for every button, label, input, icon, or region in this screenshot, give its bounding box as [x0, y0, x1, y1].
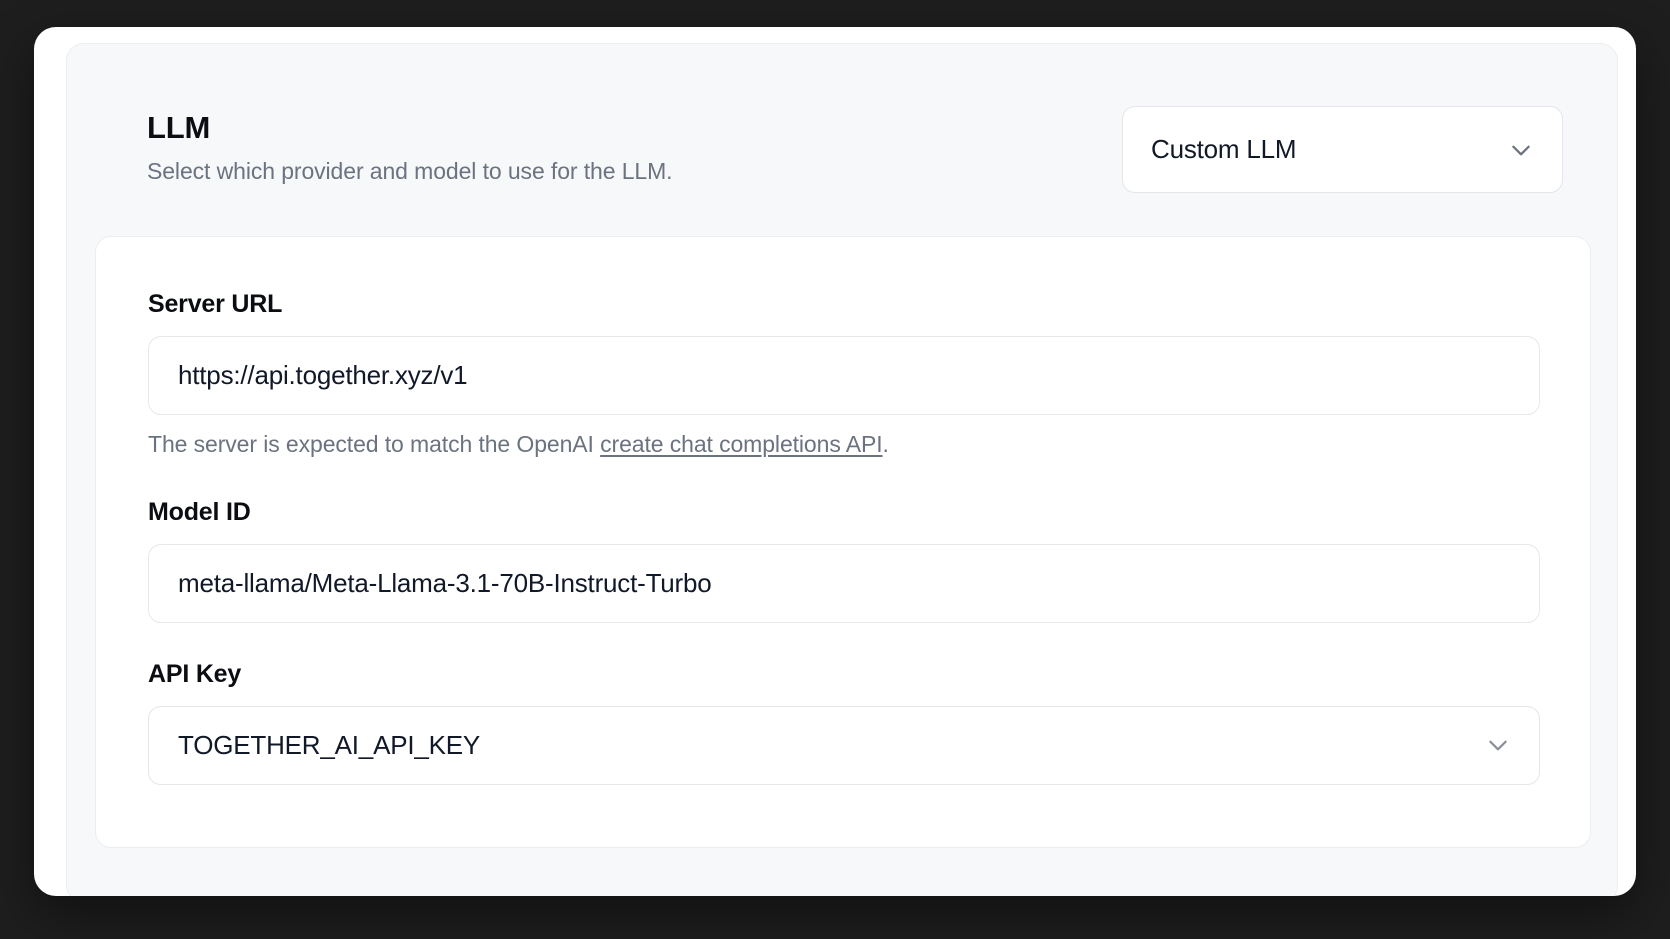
- field-server-url: Server URL https://api.together.xyz/v1 T…: [96, 237, 1590, 459]
- server-url-label: Server URL: [148, 290, 283, 318]
- section-subtitle: Select which provider and model to use f…: [147, 157, 673, 184]
- api-key-select[interactable]: TOGETHER_AI_API_KEY: [148, 705, 1540, 785]
- settings-modal: LLM Select which provider and model to u…: [34, 27, 1636, 896]
- llm-provider-select-value: Custom LLM: [1151, 134, 1297, 164]
- llm-heading-block: LLM Select which provider and model to u…: [147, 106, 673, 187]
- server-url-input[interactable]: https://api.together.xyz/v1: [148, 336, 1540, 415]
- model-id-input[interactable]: meta-llama/Meta-Llama-3.1-70B-Instruct-T…: [148, 543, 1540, 623]
- chevron-down-icon[interactable]: [1508, 137, 1534, 163]
- field-api-key: API Key TOGETHER_AI_API_KEY: [96, 623, 1590, 785]
- section-title: LLM: [147, 110, 211, 145]
- server-url-help-suffix: .: [882, 431, 889, 457]
- server-url-help-text: The server is expected to match the Open…: [148, 430, 1538, 459]
- model-id-label: Model ID: [148, 497, 251, 526]
- server-url-help-prefix: The server is expected to match the Open…: [148, 431, 601, 457]
- api-key-label: API Key: [148, 659, 242, 688]
- llm-provider-select[interactable]: Custom LLM: [1122, 106, 1563, 193]
- model-id-value: meta-llama/Meta-Llama-3.1-70B-Instruct-T…: [178, 567, 712, 598]
- chevron-down-icon[interactable]: [1485, 732, 1511, 758]
- llm-config-card: Server URL https://api.together.xyz/v1 T…: [95, 236, 1591, 848]
- llm-section-header: LLM Select which provider and model to u…: [67, 44, 1617, 193]
- create-chat-completions-api-link[interactable]: create chat completions API: [600, 431, 883, 457]
- server-url-value: https://api.together.xyz/v1: [178, 360, 468, 390]
- api-key-select-value: TOGETHER_AI_API_KEY: [178, 729, 481, 760]
- llm-settings-panel: LLM Select which provider and model to u…: [66, 43, 1618, 896]
- field-model-id: Model ID meta-llama/Meta-Llama-3.1-70B-I…: [96, 459, 1590, 623]
